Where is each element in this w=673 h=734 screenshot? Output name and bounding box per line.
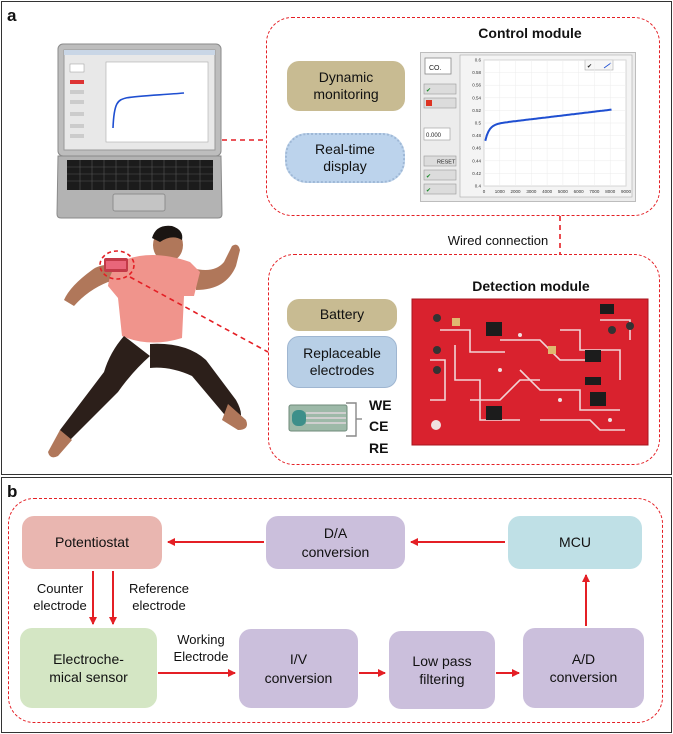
control-module-title: Control module bbox=[478, 25, 582, 41]
chart-y-tick-label: 0.6 bbox=[475, 58, 482, 63]
electrode-ce-label: CE bbox=[369, 418, 389, 434]
software-chart-line bbox=[484, 108, 612, 142]
panel-b bbox=[1, 477, 672, 733]
electrode-re-label: RE bbox=[369, 440, 389, 456]
detection-module-title: Detection module bbox=[472, 278, 590, 294]
chart-y-tick-label: 0.46 bbox=[472, 146, 481, 151]
chart-y-tick-label: 0.48 bbox=[472, 133, 481, 138]
system-frame bbox=[8, 498, 663, 723]
dynamic-monitoring-box: Dynamic monitoring bbox=[287, 61, 405, 111]
chart-x-tick-label: 7000 bbox=[589, 189, 600, 194]
chart-y-tick-label: 0.56 bbox=[472, 83, 481, 88]
electrode-we-label: WE bbox=[369, 397, 392, 413]
reset-button-label: RESET bbox=[437, 160, 456, 166]
realtime-display-box: Real-time display bbox=[285, 133, 405, 183]
wired-connection-label: Wired connection bbox=[447, 233, 549, 248]
chart-x-tick-label: 6000 bbox=[574, 189, 585, 194]
chart-x-tick-label: 2000 bbox=[511, 189, 522, 194]
svg-text:✔: ✔ bbox=[426, 174, 431, 180]
da-conversion-box: D/A conversion bbox=[266, 516, 405, 569]
chart-y-tick-label: 0.54 bbox=[472, 95, 481, 100]
chart-x-tick-label: 3000 bbox=[526, 189, 537, 194]
chart-x-tick-label: 9000 bbox=[621, 189, 632, 194]
mcu-box: MCU bbox=[508, 516, 642, 569]
potentiostat-box: Potentiostat bbox=[22, 516, 162, 569]
chart-x-tick-label: 5000 bbox=[558, 189, 569, 194]
electrochemical-sensor-box: Electroche- mical sensor bbox=[20, 628, 157, 708]
svg-text:0.000: 0.000 bbox=[426, 133, 442, 139]
svg-text:CO.: CO. bbox=[429, 65, 442, 72]
ad-conversion-box: A/D conversion bbox=[523, 628, 644, 708]
reference-electrode-label: Reference electrode bbox=[129, 581, 189, 613]
low-pass-filtering-box: Low pass filtering bbox=[389, 631, 495, 709]
svg-text:✔: ✔ bbox=[587, 64, 592, 70]
chart-y-tick-label: 0.5 bbox=[475, 121, 482, 126]
panel-a-label: a bbox=[7, 6, 17, 25]
replaceable-electrodes-box: Replaceable electrodes bbox=[287, 336, 397, 388]
chart-x-tick-label: 1000 bbox=[495, 189, 506, 194]
svg-text:✔: ✔ bbox=[426, 188, 431, 194]
chart-y-tick-label: 0.52 bbox=[472, 108, 481, 113]
chart-y-tick-label: 0.44 bbox=[472, 158, 481, 163]
working-electrode-label: Working Electrode bbox=[173, 632, 229, 664]
chart-x-tick-label: 8000 bbox=[605, 189, 616, 194]
panel-a bbox=[1, 1, 672, 475]
counter-electrode-label: Counter electrode bbox=[33, 581, 87, 613]
chart-x-tick-label: 4000 bbox=[542, 189, 553, 194]
chart-y-tick-label: 0.4 bbox=[475, 184, 482, 189]
chart-y-tick-label: 0.58 bbox=[472, 70, 481, 75]
control-module-frame bbox=[266, 17, 660, 216]
chart-y-tick-label: 0.42 bbox=[472, 171, 481, 176]
svg-text:✔: ✔ bbox=[426, 88, 431, 94]
battery-box: Battery bbox=[287, 299, 397, 331]
chart-x-tick-label: 0 bbox=[483, 189, 486, 194]
detection-module-frame bbox=[268, 254, 660, 465]
iv-conversion-box: I/V conversion bbox=[239, 629, 358, 708]
panel-b-label: b bbox=[7, 482, 18, 501]
